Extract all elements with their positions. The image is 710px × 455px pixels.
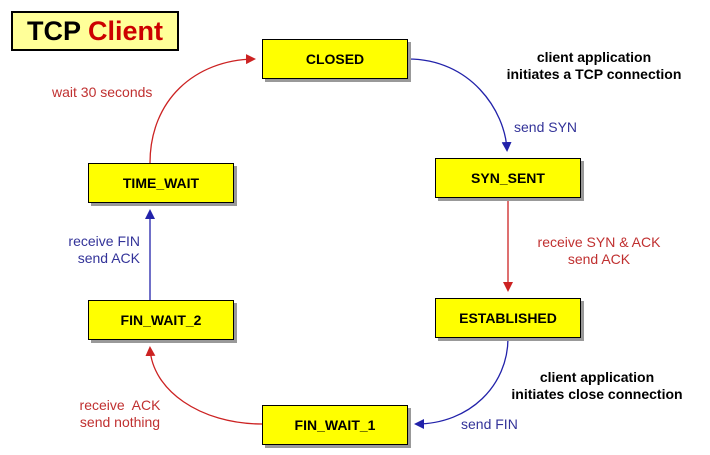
label-syn-ack-line2: send ACK [567, 251, 631, 267]
state-fin-wait-2: FIN_WAIT_2 [88, 300, 234, 340]
label-receive-ack: receive ACK send nothing [60, 397, 180, 431]
label-close-event-line1: client application [539, 369, 655, 385]
label-connect-event: client application initiates a TCP conne… [480, 49, 708, 83]
label-receive-fin-line2: send ACK [77, 250, 140, 266]
title-tcp: TCP [26, 16, 81, 46]
state-time-wait: TIME_WAIT [88, 163, 234, 203]
state-established: ESTABLISHED [435, 298, 581, 338]
arrow-closed-to-syn-sent [407, 58, 512, 152]
label-receive-fin: receive FIN send ACK [30, 233, 140, 267]
label-send-fin: send FIN [461, 416, 518, 432]
label-connect-event-line1: client application [536, 49, 652, 65]
arrow-established-to-fin-wait-1 [414, 337, 509, 429]
label-send-syn: send SYN [514, 119, 578, 135]
label-syn-ack: receive SYN & ACK send ACK [508, 234, 690, 268]
arrow-fin-wait-1-to-fin-wait-2 [145, 346, 263, 425]
diagram-title: TCP Client [11, 11, 179, 51]
label-connect-event-line2: initiates a TCP connection [506, 66, 682, 82]
label-receive-ack-line1: receive ACK [79, 397, 161, 413]
label-wait-30: wait 30 seconds [52, 84, 153, 100]
label-close-event-line2: initiates close connection [511, 386, 683, 402]
state-syn-sent: SYN_SENT [435, 158, 581, 198]
state-fin-wait-1: FIN_WAIT_1 [262, 405, 408, 445]
label-receive-fin-line1: receive FIN [68, 233, 140, 249]
label-close-event: client application initiates close conne… [486, 369, 708, 403]
label-receive-ack-line2: send nothing [79, 414, 161, 430]
state-closed: CLOSED [262, 39, 408, 79]
label-syn-ack-line1: receive SYN & ACK [537, 234, 661, 250]
arrow-time-wait-to-closed [149, 54, 256, 164]
title-client: Client [88, 16, 164, 46]
